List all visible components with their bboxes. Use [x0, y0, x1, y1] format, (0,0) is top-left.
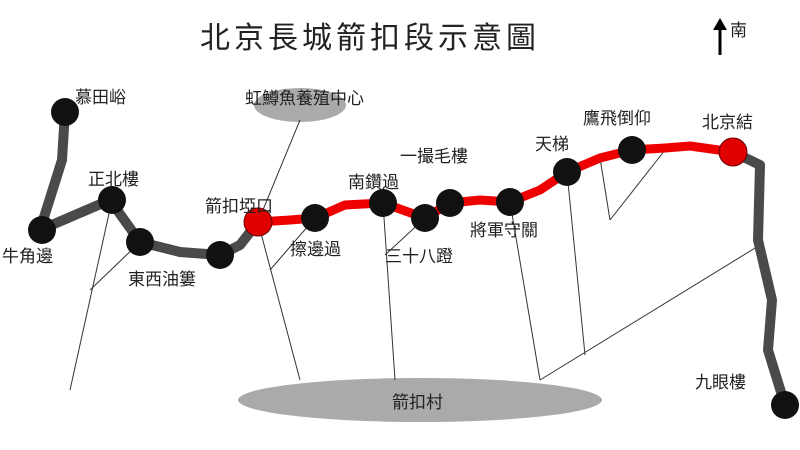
wall-segment-jiankou	[253, 141, 738, 227]
leader-lines	[69, 119, 761, 391]
label-cabianguo: 擦邊過	[290, 240, 341, 260]
label-zhengbeilou: 正北樓	[88, 170, 139, 190]
label-jiankouyakou: 箭扣埡口	[205, 197, 273, 217]
up-arrow-icon	[713, 18, 727, 55]
node-jiankouyakou	[243, 207, 273, 237]
label-jiangjunshouguan: 將軍守關	[470, 221, 538, 241]
label-nanzuanguo: 南鑽過	[348, 173, 399, 193]
wall-segment-east	[728, 147, 790, 410]
label-tianti: 天梯	[535, 135, 569, 155]
village-ellipse	[238, 378, 602, 422]
tower-nodes	[28, 98, 799, 419]
label-sanshibadeng: 三十八蹬	[385, 247, 453, 267]
label-village: 箭扣村	[392, 393, 443, 413]
label-jiuyanlou: 九眼樓	[695, 373, 746, 393]
label-beijingjie: 北京結	[702, 113, 753, 133]
label-niujiaobian: 牛角邊	[2, 247, 53, 267]
label-dongxiyoulou: 東西油簍	[128, 270, 196, 290]
node-beijingjie	[718, 137, 748, 167]
compass-south-label: 南	[730, 21, 747, 41]
label-yicuomaolou: 一撮毛樓	[400, 147, 468, 167]
label-hatchery: 虹鱒魚養殖中心	[245, 89, 364, 109]
map-title: 北京長城箭扣段示意圖	[200, 21, 540, 56]
hatchery-ellipse	[254, 88, 346, 122]
label-yingfeidaoyang: 鷹飛倒仰	[583, 108, 651, 129]
label-mutianyu: 慕田峪	[75, 88, 126, 108]
